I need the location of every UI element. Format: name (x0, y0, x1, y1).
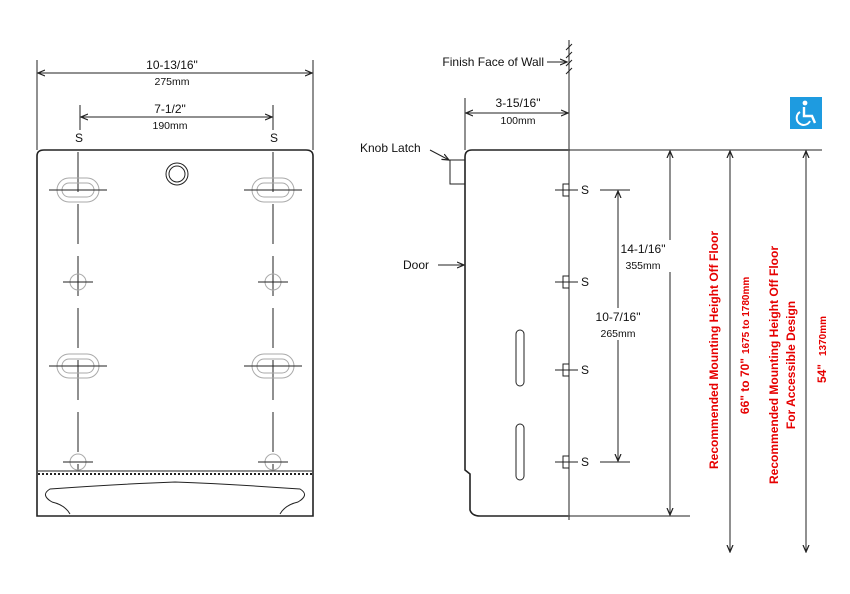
screw-label-right: S (270, 131, 278, 145)
screw-spacing-label: 10-7/16" (596, 310, 641, 324)
knob-latch-arrow (429, 149, 449, 160)
wall-label: Finish Face of Wall (442, 55, 544, 69)
height-label: 14-1/16" (621, 242, 666, 256)
knob-latch-icon (165, 162, 189, 186)
dispenser-front-outline (36, 149, 314, 517)
knob-latch-side-icon (449, 159, 466, 185)
label-bg (590, 308, 646, 340)
screw-label: S (581, 455, 589, 469)
sight-slot (515, 329, 525, 387)
wheelchair-icon (790, 97, 822, 129)
overall-width-mm-label: 275mm (154, 76, 189, 88)
knob-latch-label: Knob Latch (360, 141, 421, 155)
screw-label: S (581, 363, 589, 377)
dispenser-side-outline (464, 149, 568, 517)
side-view: Finish Face of Wall 3-15/16" 100mm Knob … (360, 40, 692, 520)
standard-height-mm: 1675 to 1780mm (741, 277, 752, 354)
knob-latch-inner (168, 165, 186, 183)
accessible-height-mm: 1370mm (818, 316, 829, 356)
height-mm-label: 355mm (625, 260, 660, 272)
accessible-height-value: 54" (815, 364, 829, 383)
wall-hatch (565, 43, 573, 75)
screw-spacing-mm-label: 265mm (600, 328, 635, 340)
screw-markers: S S S S (555, 183, 589, 469)
standard-height-label: Recommended Mounting Height Off Floor (707, 231, 721, 469)
depth-mm-label: 100mm (500, 115, 535, 127)
front-view: 10-13/16" 275mm 7-1/2" 190mm S S (36, 58, 314, 517)
hole-spacing-mm-label: 190mm (152, 120, 187, 132)
towel-slot (45, 481, 305, 515)
accessible-height-label-1: Recommended Mounting Height Off Floor (767, 246, 781, 484)
screw-label-left: S (75, 131, 83, 145)
label-bg (636, 240, 692, 272)
door-label: Door (403, 258, 429, 272)
overall-width-label: 10-13/16" (146, 58, 198, 72)
mounting-holes (49, 152, 302, 471)
mounting-heights: Recommended Mounting Height Off Floor 66… (568, 97, 829, 552)
standard-height-value: 66" to 70" (738, 358, 752, 414)
screw-label: S (581, 183, 589, 197)
sight-slot (515, 423, 525, 481)
hole-spacing-label: 7-1/2" (154, 102, 186, 116)
accessible-height-label-2: For Accessible Design (784, 301, 798, 429)
screw-label: S (581, 275, 589, 289)
depth-label: 3-15/16" (496, 96, 541, 110)
